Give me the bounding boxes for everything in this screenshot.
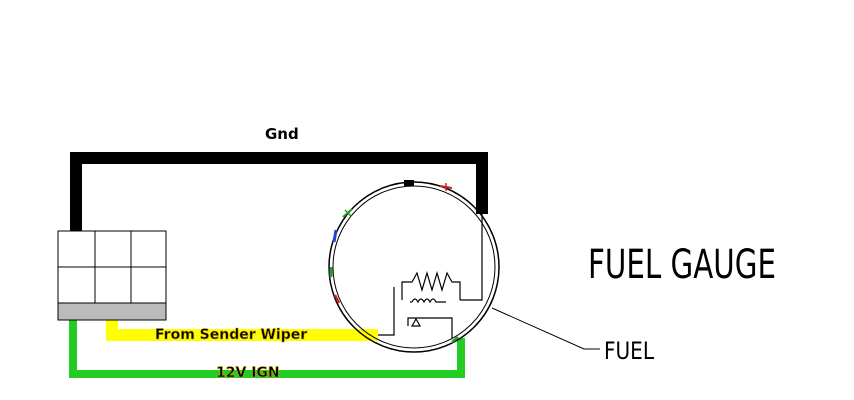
connector-base (57, 302, 167, 321)
gauge-marker-red-left-low (333, 294, 341, 304)
gauge-marker-blue-left (332, 229, 338, 243)
sender-wiper-wire-path (106, 318, 378, 341)
sender-wiper-wire (106, 318, 378, 341)
ign-wire-path (69, 318, 465, 378)
gauge-internal-circuit (378, 214, 483, 338)
gauge-marker-green-left (342, 208, 353, 218)
ign-label: 12V IGN (216, 365, 280, 381)
gnd-label: Gnd (265, 125, 299, 143)
gnd-wire (70, 152, 488, 232)
fuel-gauge (328, 180, 600, 353)
ign-wire (69, 318, 465, 378)
triangle-symbol (410, 317, 422, 327)
gauge-terminal-top (404, 180, 414, 186)
fuel-gauge-title: FUEL GAUGE (588, 242, 776, 288)
connector-block (57, 230, 167, 321)
sender-wiper-label: From Sender Wiper (155, 327, 307, 343)
fuel-leader-line (491, 307, 600, 350)
gauge-marker-green-bottom (451, 336, 459, 343)
gnd-wire-path (70, 152, 488, 232)
fuel-label: FUEL (604, 337, 655, 365)
coil-symbol (411, 298, 446, 304)
gauge-marker-red-top (439, 183, 453, 191)
resistor-symbol (401, 270, 461, 300)
